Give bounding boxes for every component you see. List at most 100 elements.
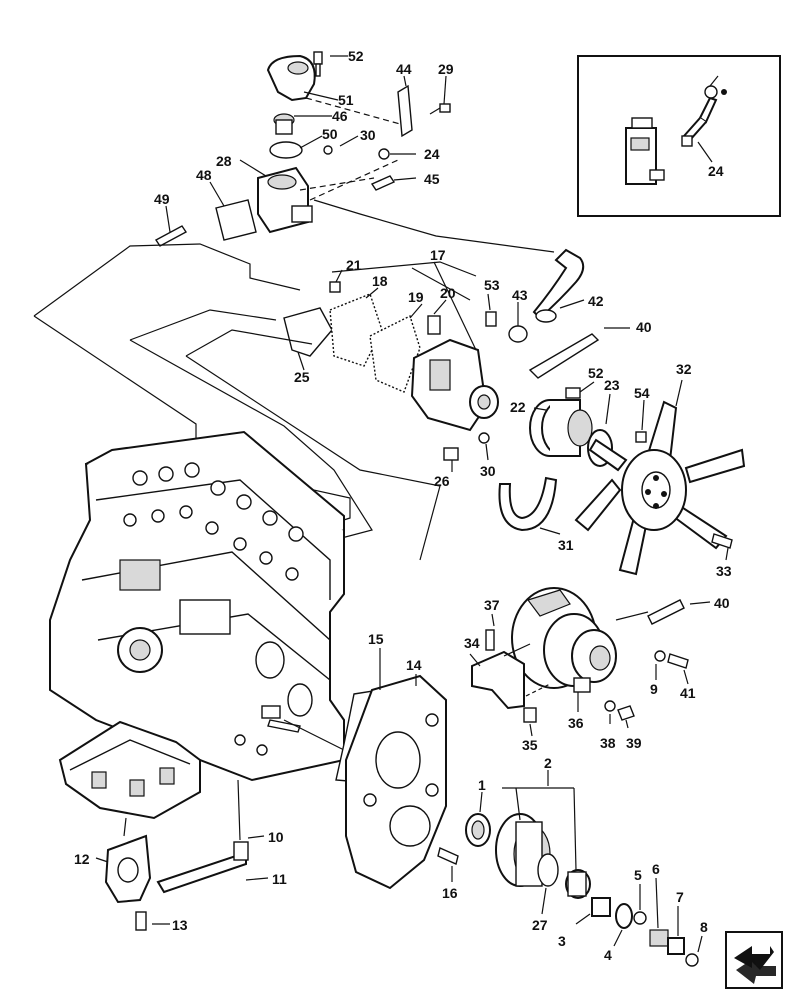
callout-44: 44 [396, 61, 412, 77]
callout-16: 16 [442, 885, 458, 901]
bolt-54 [635, 431, 647, 443]
hose-clamp-43 [508, 325, 528, 343]
callout-17: 17 [430, 247, 446, 263]
callout-19: 19 [408, 289, 424, 305]
bolt-52 [565, 387, 581, 399]
inset-callout-2: 24 [708, 163, 724, 179]
bolt-13 [135, 911, 147, 931]
callout-22: 22 [510, 399, 526, 415]
sensor-20 [427, 315, 441, 335]
callout-14: 14 [406, 657, 422, 673]
cap-7 [667, 937, 685, 955]
washer-9 [654, 650, 666, 662]
callout-42: 42 [588, 293, 604, 309]
inset-elbow-fitting [681, 85, 727, 147]
callout-2: 2 [544, 755, 552, 771]
callout-52: 52 [348, 48, 364, 64]
washer-4 [615, 903, 633, 929]
callout-53: 53 [484, 277, 500, 293]
bolt-29 [429, 103, 451, 115]
callout-8: 8 [700, 919, 708, 935]
callout-10: 10 [268, 829, 284, 845]
callout-27: 27 [532, 917, 548, 933]
callout-48: 48 [196, 167, 212, 183]
callout-36: 36 [568, 715, 584, 731]
callout-45: 45 [424, 171, 440, 187]
seal-1 [465, 813, 491, 847]
fitting-10 [233, 841, 249, 861]
callout-9: 9 [650, 681, 658, 697]
link-40b [647, 599, 685, 625]
thermostat [273, 113, 295, 135]
callout-40: 40 [636, 319, 652, 335]
callout-6: 6 [652, 861, 660, 877]
callout-33: 33 [716, 563, 732, 579]
engine-block [49, 430, 345, 782]
callout-28: 28 [216, 153, 232, 169]
bracket-34 [471, 650, 525, 710]
bolt-21 [329, 281, 341, 293]
plug-53 [485, 311, 497, 327]
callout-12: 12 [74, 851, 90, 867]
hose-42 [532, 248, 585, 323]
callout-20: 20 [440, 285, 456, 301]
callout-51: 51 [338, 92, 354, 108]
nut-39 [617, 705, 635, 721]
callout-41: 41 [680, 685, 696, 701]
inset-detail: 24 [577, 55, 781, 217]
cover-bolt [313, 51, 323, 77]
callout-labels: 52 51 46 50 30 44 29 24 45 28 48 49 21 1… [74, 48, 732, 963]
gear-case-14 [345, 674, 447, 890]
callout-35: 35 [522, 737, 538, 753]
nut-24 [378, 148, 390, 160]
callout-46: 46 [332, 108, 348, 124]
o-ring-27 [537, 853, 559, 887]
callout-34: 34 [464, 635, 480, 651]
v-belt-31 [498, 476, 558, 532]
callout-40b: 40 [714, 595, 730, 611]
bolt-35 [523, 707, 537, 723]
bolt-26 [443, 447, 459, 461]
callout-30b: 30 [480, 463, 496, 479]
callout-29: 29 [438, 61, 454, 77]
washer-8 [685, 953, 699, 967]
water-pump [410, 338, 499, 432]
fitting-45 [370, 175, 396, 191]
housing-gasket [215, 199, 257, 241]
plunger-3 [591, 897, 611, 917]
callout-4: 4 [604, 947, 612, 963]
oil-pipe-11 [156, 847, 247, 894]
fan-32 [574, 400, 746, 576]
next-page-arrow-icon[interactable] [725, 931, 783, 989]
bracket [397, 84, 413, 138]
stud [154, 225, 188, 247]
bolt-33 [711, 533, 733, 549]
callout-25: 25 [294, 369, 310, 385]
pump-gasket-19 [369, 315, 421, 393]
callout-39: 39 [626, 735, 642, 751]
thermostat-gasket [269, 141, 303, 159]
callout-23: 23 [604, 377, 620, 393]
thermostat-housing [257, 166, 313, 234]
callout-5: 5 [634, 867, 642, 883]
callout-54: 54 [634, 385, 650, 401]
callout-21: 21 [346, 257, 362, 273]
callout-1: 1 [478, 777, 486, 793]
callout-30: 30 [360, 127, 376, 143]
adjusting-link-40 [528, 333, 600, 379]
bolt-41 [667, 653, 689, 669]
engine-mount-12 [104, 834, 152, 904]
callout-38: 38 [600, 735, 616, 751]
pump-gasket-25 [283, 307, 333, 357]
callout-13: 13 [172, 917, 188, 933]
callout-50: 50 [322, 126, 338, 142]
oil-pan [58, 720, 201, 820]
callout-37: 37 [484, 597, 500, 613]
callout-15: 15 [368, 631, 384, 647]
nut-30 [323, 145, 333, 155]
callout-3: 3 [558, 933, 566, 949]
spring-6 [649, 929, 669, 947]
ring-5 [633, 911, 647, 925]
collar [565, 869, 591, 899]
